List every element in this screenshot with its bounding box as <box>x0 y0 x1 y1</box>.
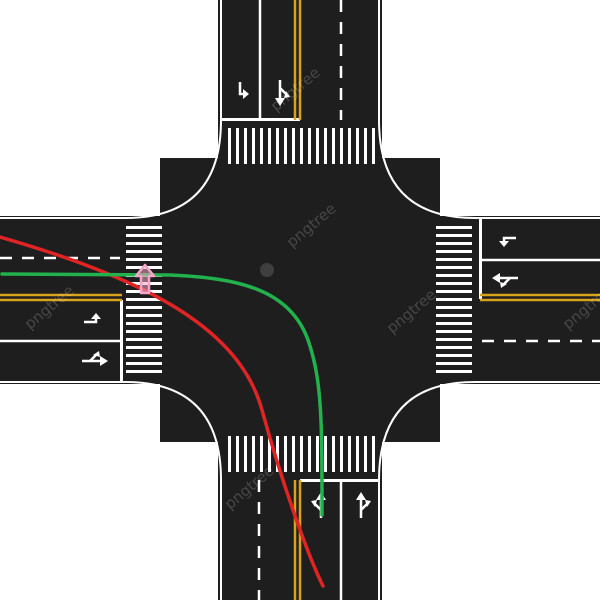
north-crosswalk <box>228 128 375 164</box>
watermark-logo-icon <box>260 263 274 277</box>
up-arrow-icon <box>134 263 156 295</box>
east-arm-markings <box>436 218 600 373</box>
south-arm-markings <box>228 436 379 600</box>
north-arm-markings <box>221 0 375 164</box>
green-straight-then-turn-route <box>0 272 324 517</box>
south-crosswalk <box>228 436 375 472</box>
west-arm-markings <box>0 226 162 382</box>
east-crosswalk <box>436 226 472 373</box>
